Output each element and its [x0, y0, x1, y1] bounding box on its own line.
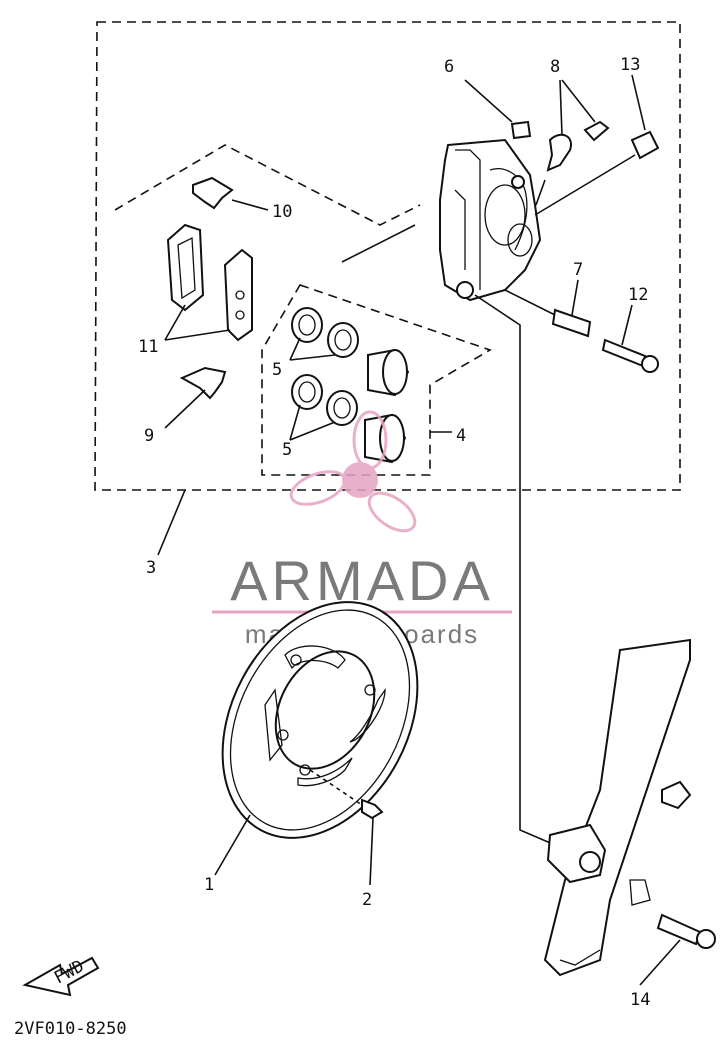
callout-3: 3: [146, 558, 156, 578]
propeller-blade-left: [289, 470, 347, 506]
boot-cap: [534, 74, 660, 216]
callout-5b: 5: [282, 440, 292, 460]
propeller-blade-right: [367, 491, 417, 533]
pistons: [364, 348, 410, 464]
callout-10: 10: [272, 202, 292, 222]
bleeder-clip: [535, 79, 610, 206]
callout-2: 2: [362, 890, 372, 910]
fwd-arrow-icon: FWD: [22, 956, 100, 997]
bleed-cap: [464, 79, 532, 140]
caliper-body: [439, 138, 542, 302]
doc-code: 2VF010-8250: [14, 1019, 127, 1039]
caliper-pad-line: [341, 224, 416, 263]
callout-12: 12: [628, 285, 648, 305]
part3-leader: [157, 489, 186, 556]
pad-support: [164, 366, 227, 429]
callout-5a: 5: [272, 360, 282, 380]
callout-4: 4: [456, 426, 466, 446]
caliper-assembly-boundary: [94, 21, 681, 491]
watermark-logo: [289, 410, 417, 533]
piston-seals: [289, 307, 359, 441]
callout-14: 14: [630, 990, 650, 1010]
pad-spring: [192, 176, 269, 211]
callout-1: 1: [204, 875, 214, 895]
brake-disc: [214, 601, 419, 876]
seal-kit-boundary: [261, 284, 492, 476]
callout-7: 7: [573, 260, 583, 280]
callout-6: 6: [444, 57, 454, 77]
caliper-to-fork-line: [474, 294, 556, 846]
brake-pads: [164, 223, 253, 342]
disc-screw: [309, 769, 384, 886]
callout-13: 13: [620, 55, 640, 75]
axle-bolt: [639, 913, 716, 986]
callout-8: 8: [550, 57, 560, 77]
callout-9: 9: [144, 426, 154, 446]
caliper-bolt: [601, 304, 659, 373]
pad-group-outline: [114, 144, 421, 226]
propeller-hub: [342, 462, 378, 498]
callout-11: 11: [138, 337, 158, 357]
fork-leg: [543, 638, 692, 977]
watermark-title: ARMADA: [230, 549, 494, 612]
caliper-pin: [504, 279, 592, 338]
